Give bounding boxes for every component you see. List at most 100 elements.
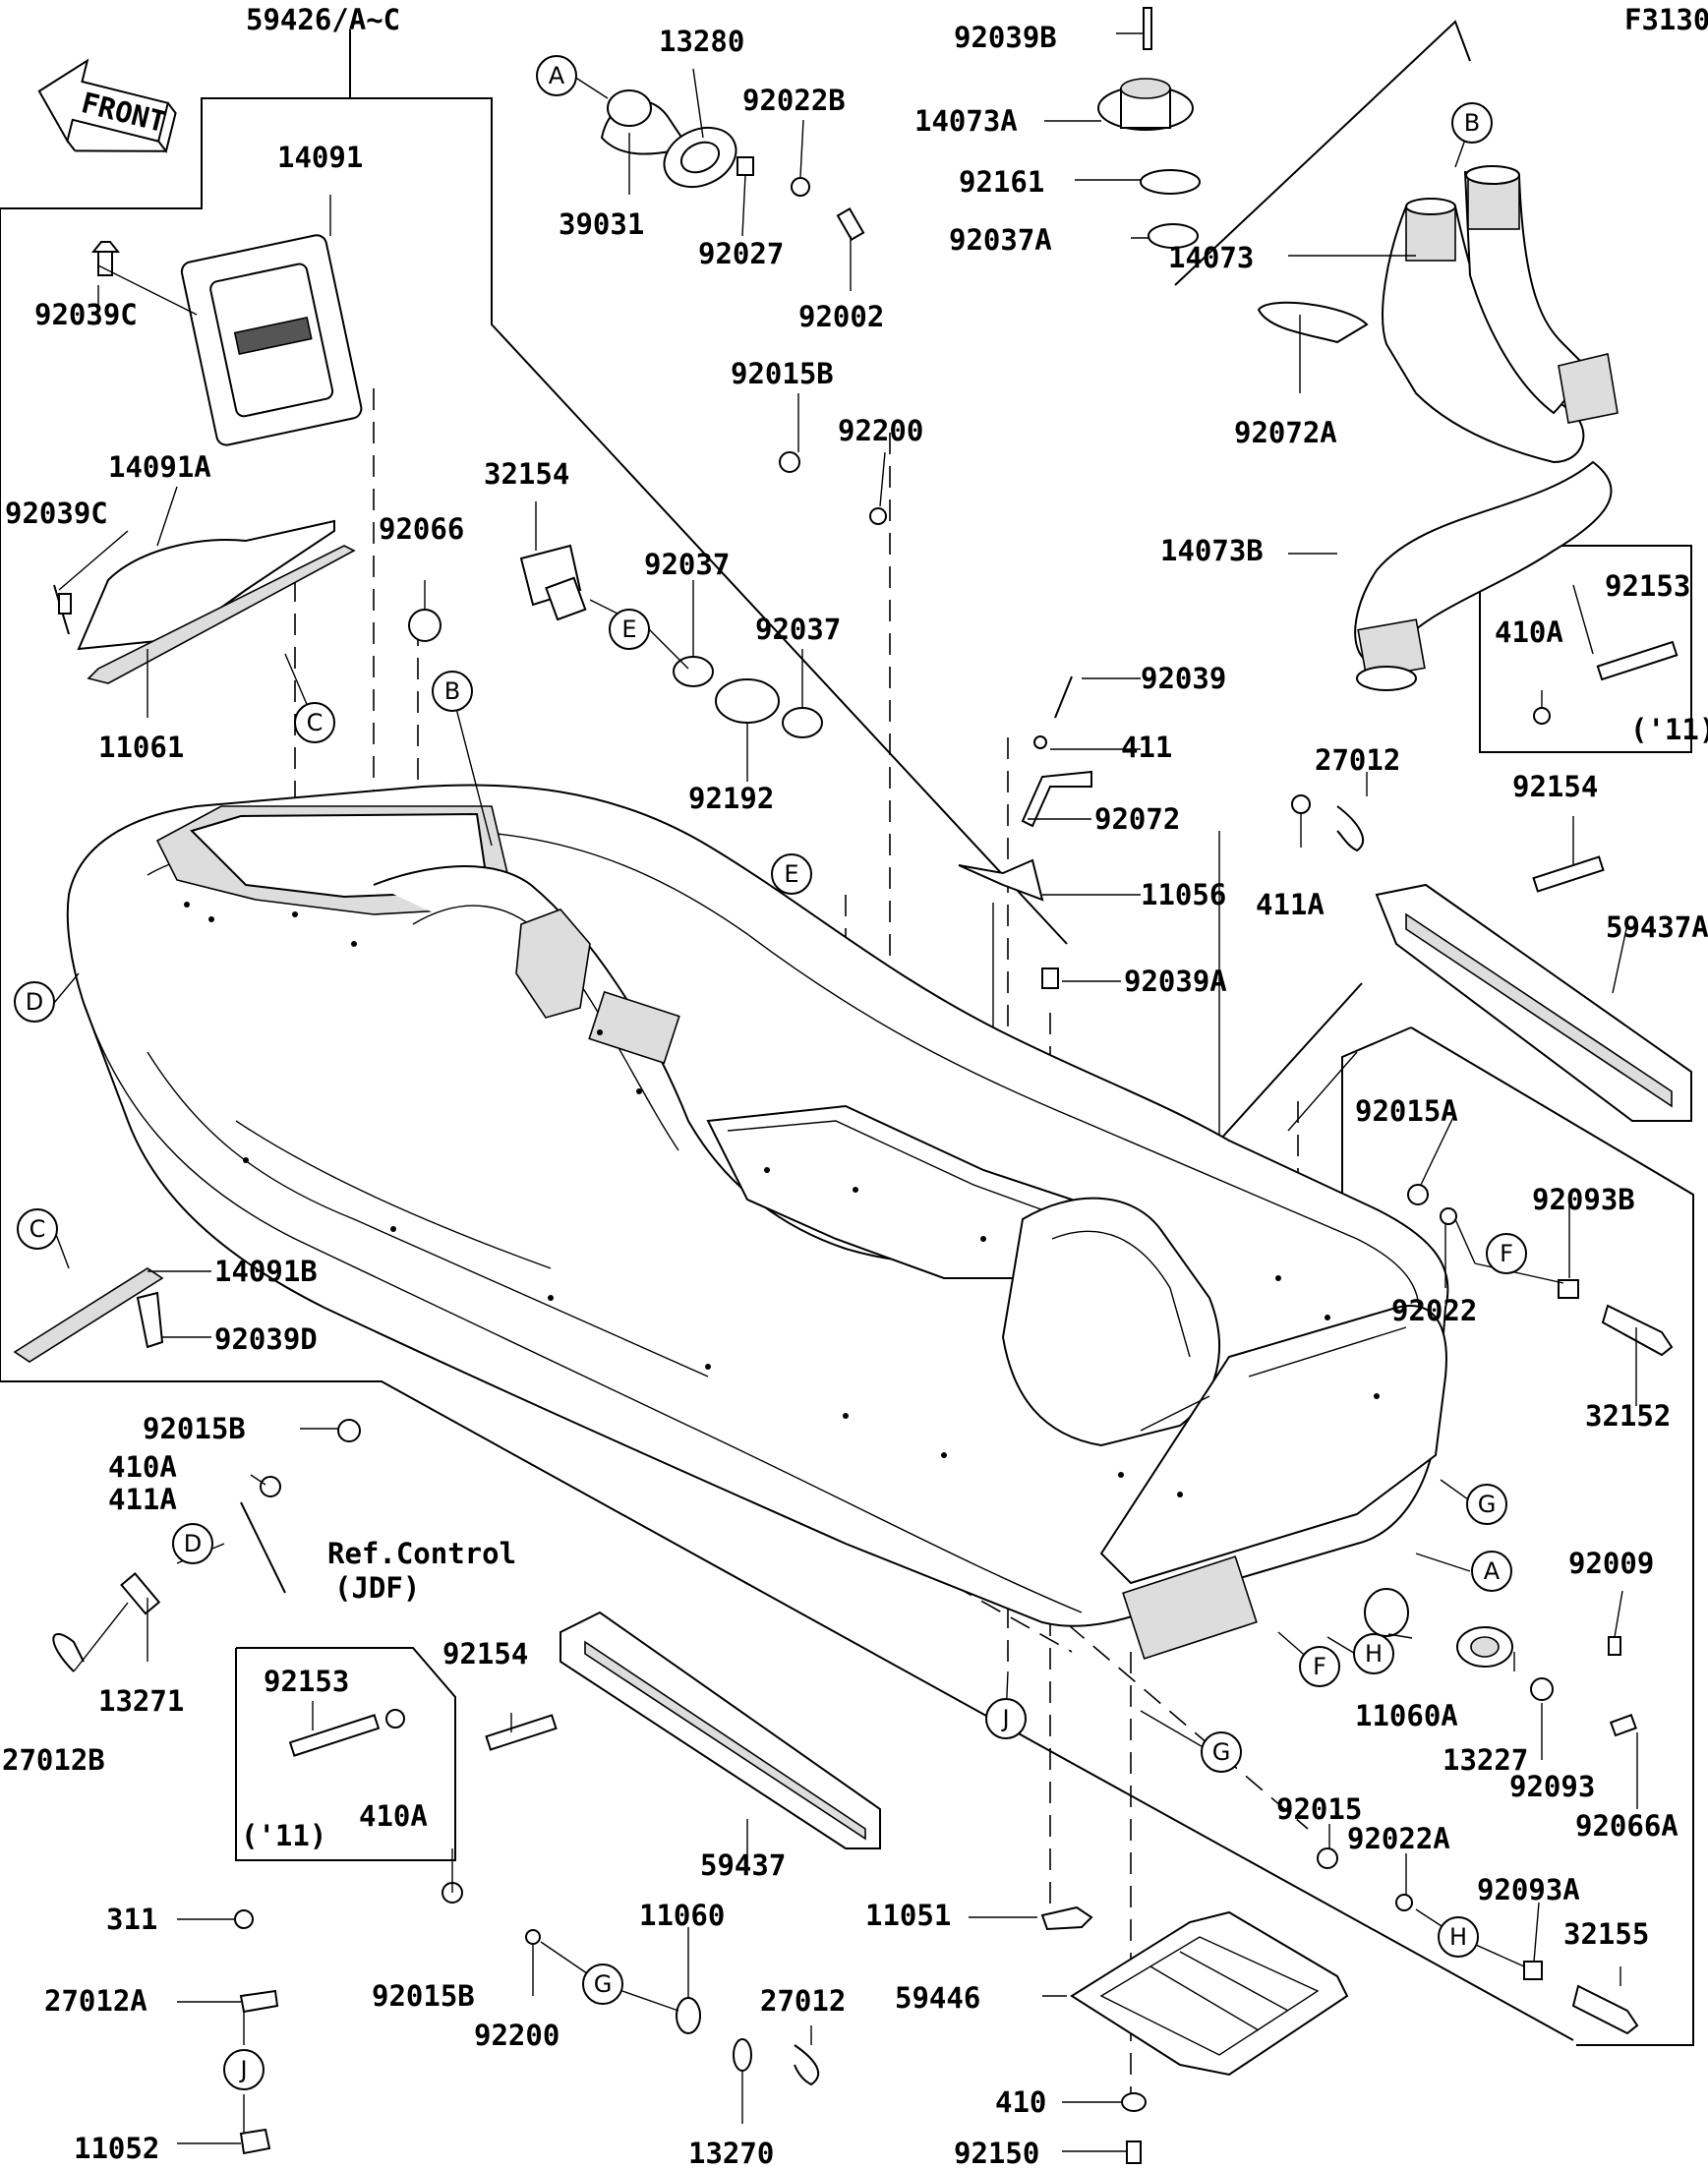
label-92093A: 92093A (1477, 1873, 1580, 1906)
rivet-92039D (136, 1291, 164, 1349)
svg-text:B: B (1464, 109, 1480, 137)
label-39031: 39031 (559, 207, 644, 241)
label-410A-box: 410A (1495, 616, 1563, 649)
rail-59437 (560, 1611, 881, 1849)
cover-14091 (180, 234, 363, 446)
label-92015B-left: 92015B (143, 1412, 246, 1445)
label-92039C-left: 92039C (5, 497, 108, 530)
plate-92093B (1558, 1279, 1579, 1299)
bolt-92154-lower (485, 1714, 558, 1751)
label-311: 311 (106, 1903, 157, 1936)
label-92150: 92150 (954, 2137, 1039, 2169)
plate-92093A (1523, 1961, 1543, 1980)
label-27012A: 27012A (44, 1984, 147, 2018)
svg-text:H: H (1365, 1640, 1383, 1668)
bracket-27012A (239, 1989, 279, 2014)
plate-13270 (733, 2038, 752, 2072)
svg-text:C: C (29, 1215, 46, 1243)
bolt-92002 (836, 207, 865, 241)
duct-13280 (663, 126, 737, 189)
label-27012B: 27012B (2, 1743, 105, 1777)
bracket-11052 (239, 2128, 271, 2155)
washer-92200-top (869, 507, 887, 525)
label-410: 410 (995, 2085, 1046, 2119)
label-92154-right: 92154 (1512, 770, 1598, 803)
band-92072A (1257, 301, 1369, 344)
label-411A-top: 411A (1256, 888, 1325, 921)
label-92002: 92002 (798, 300, 884, 333)
callout-J-bottom: J (223, 2049, 265, 2090)
label-92153-lower: 92153 (264, 1665, 349, 1698)
flange-14073A (1097, 78, 1194, 131)
label-14073A: 14073A (914, 104, 1018, 138)
svg-text:G: G (594, 1970, 613, 1998)
control-rod (240, 1501, 286, 1594)
flange-13227 (1456, 1626, 1513, 1668)
cover-14091B (13, 1267, 164, 1363)
label-92015B-lower: 92015B (372, 1979, 475, 2013)
callout-D-lower: D (172, 1523, 213, 1564)
hull-body (66, 784, 1449, 1660)
label-92066A: 92066A (1575, 1809, 1679, 1843)
washer-92022B (791, 177, 810, 197)
front-direction-arrow: FRONT (37, 58, 177, 154)
label-92066: 92066 (379, 512, 464, 546)
svg-text:A: A (1484, 1557, 1501, 1585)
label-92015B-top: 92015B (731, 357, 834, 390)
label-13271: 13271 (98, 1684, 184, 1718)
label-92009: 92009 (1568, 1547, 1654, 1580)
label-92154-lower: 92154 (442, 1637, 528, 1671)
label-410A-left: 410A (108, 1450, 177, 1484)
nut-92015B-top (779, 451, 800, 473)
clamp-92037-b (782, 707, 823, 738)
duct-39031 (600, 89, 690, 155)
label-14091B: 14091B (214, 1255, 318, 1288)
svg-text:J: J (1000, 1705, 1009, 1732)
callout-G-right: G (1466, 1484, 1507, 1525)
label-59446: 59446 (895, 1981, 980, 2015)
label-11060: 11060 (639, 1899, 725, 1932)
label-92200-lower: 92200 (474, 2019, 560, 2052)
nut-92015A (1407, 1184, 1429, 1205)
label-92039C-top: 92039C (34, 298, 138, 331)
label-92072A: 92072A (1234, 416, 1337, 449)
svg-text:C: C (307, 709, 324, 736)
label-92027: 92027 (698, 237, 784, 270)
callout-F-right: F (1486, 1233, 1527, 1274)
bolt-92154-right (1532, 855, 1605, 893)
rail-59437A (1375, 883, 1692, 1122)
cover-11060A (1364, 1588, 1409, 1637)
tubes-14073 (1382, 165, 1619, 464)
plug-92066 (408, 609, 442, 642)
label-11060A: 11060A (1355, 1699, 1458, 1732)
label-92200-top: 92200 (838, 414, 923, 447)
clip-27012-top (1336, 805, 1364, 852)
washer-411A-top (1291, 794, 1311, 814)
callout-B-top: B (1451, 102, 1493, 144)
reference-label-1: Ref.Control (327, 1537, 516, 1570)
bracket-11051 (1040, 1905, 1093, 1931)
label-13270: 13270 (688, 2137, 774, 2169)
rivet-92039C-top (90, 241, 121, 276)
pin-92039B (1143, 7, 1152, 50)
svg-text:F: F (1313, 1653, 1326, 1680)
hose-14073B (1354, 460, 1613, 691)
plate-59446 (1070, 1910, 1349, 2077)
nut-311 (234, 1909, 254, 1929)
svg-text:H: H (1449, 1923, 1467, 1951)
label-year-box: ('11) (1630, 713, 1708, 746)
nut-92015B-left (337, 1419, 361, 1442)
svg-text:E: E (784, 860, 798, 888)
label-92022A: 92022A (1347, 1822, 1450, 1855)
label-year-lower: ('11) (241, 1819, 326, 1852)
figure-code: F3130 (1624, 3, 1708, 36)
svg-text:E: E (621, 616, 636, 643)
label-92039A: 92039A (1124, 965, 1227, 998)
label-92015A: 92015A (1355, 1094, 1458, 1128)
bolt-92009 (1608, 1636, 1621, 1656)
callout-D-left: D (14, 981, 55, 1023)
plate-13271 (120, 1572, 161, 1615)
label-32154: 32154 (484, 457, 569, 491)
svg-text:G: G (1212, 1738, 1231, 1766)
